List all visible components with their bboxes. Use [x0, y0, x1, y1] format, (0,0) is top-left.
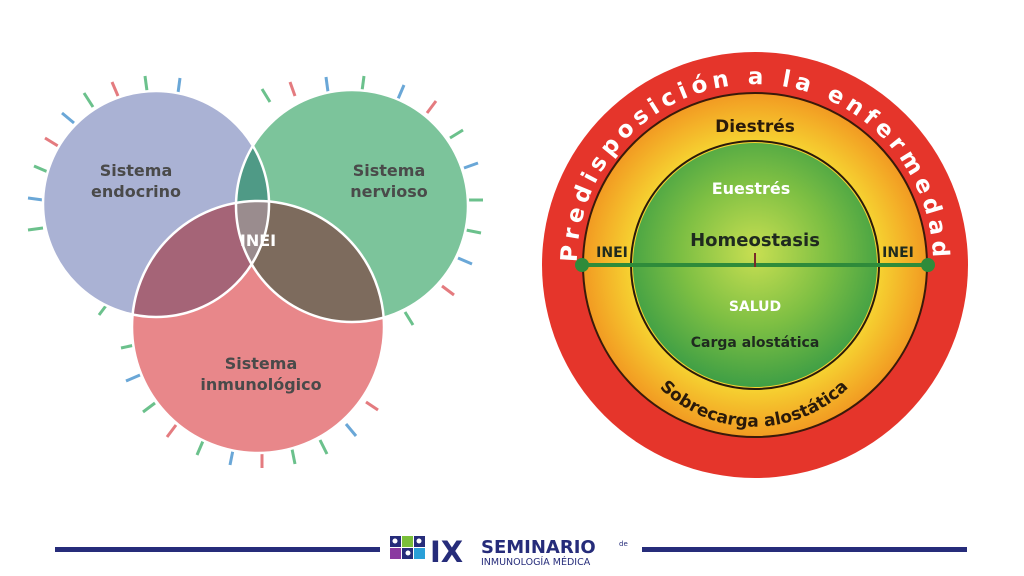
seminar-numeral: IX: [430, 535, 463, 569]
label-line: Sistema: [225, 354, 298, 373]
seminar-title: SEMINARIO: [481, 537, 596, 558]
endocrine-label: Sistema endocrino: [91, 161, 181, 201]
label-line: Sistema: [353, 161, 426, 180]
allostatic-load-label: Carga alostática: [691, 335, 820, 351]
inei-left-label: INEI: [596, 245, 628, 261]
label-line: Sistema: [100, 161, 173, 180]
label-line: nervioso: [350, 182, 428, 201]
seminar-subtitle: INMUNOLOGÍA MÉDICA: [481, 556, 591, 568]
nervous-immune-overlap: [236, 201, 384, 322]
label-line: endocrino: [91, 182, 181, 201]
eustress-label: Euestrés: [712, 179, 791, 198]
immune-label: Sistema inmunológico: [200, 354, 321, 394]
inei-center-label: INEI: [240, 231, 276, 250]
inei-right-label: INEI: [882, 245, 914, 261]
nervous-label: Sistema nervioso: [350, 161, 428, 201]
distress-label: Diestrés: [715, 117, 795, 137]
seminar-de: de: [619, 540, 628, 548]
endocrine-immune-overlap: [132, 201, 269, 317]
venn-diagram: Sistema endocrino Sistema nervioso Sistema…: [27, 75, 483, 468]
health-label: SALUD: [729, 299, 781, 315]
health-rings-diagram: Predisposición a la enfermedad Sobrecarg…: [542, 52, 968, 478]
label-line: inmunológico: [200, 375, 321, 394]
footer-line-right: [642, 547, 967, 552]
receptor-ticks: [27, 75, 483, 468]
footer-line-left: [55, 547, 380, 552]
seminar-logo-icon: [390, 536, 425, 559]
inei-right-node: [921, 258, 935, 272]
footer-bar: IX SEMINARIO de INMUNOLOGÍA MÉDICA: [55, 535, 967, 569]
inei-left-node: [575, 258, 589, 272]
homeostasis-label: Homeostasis: [690, 230, 820, 251]
venn-borders: [41, 88, 470, 455]
